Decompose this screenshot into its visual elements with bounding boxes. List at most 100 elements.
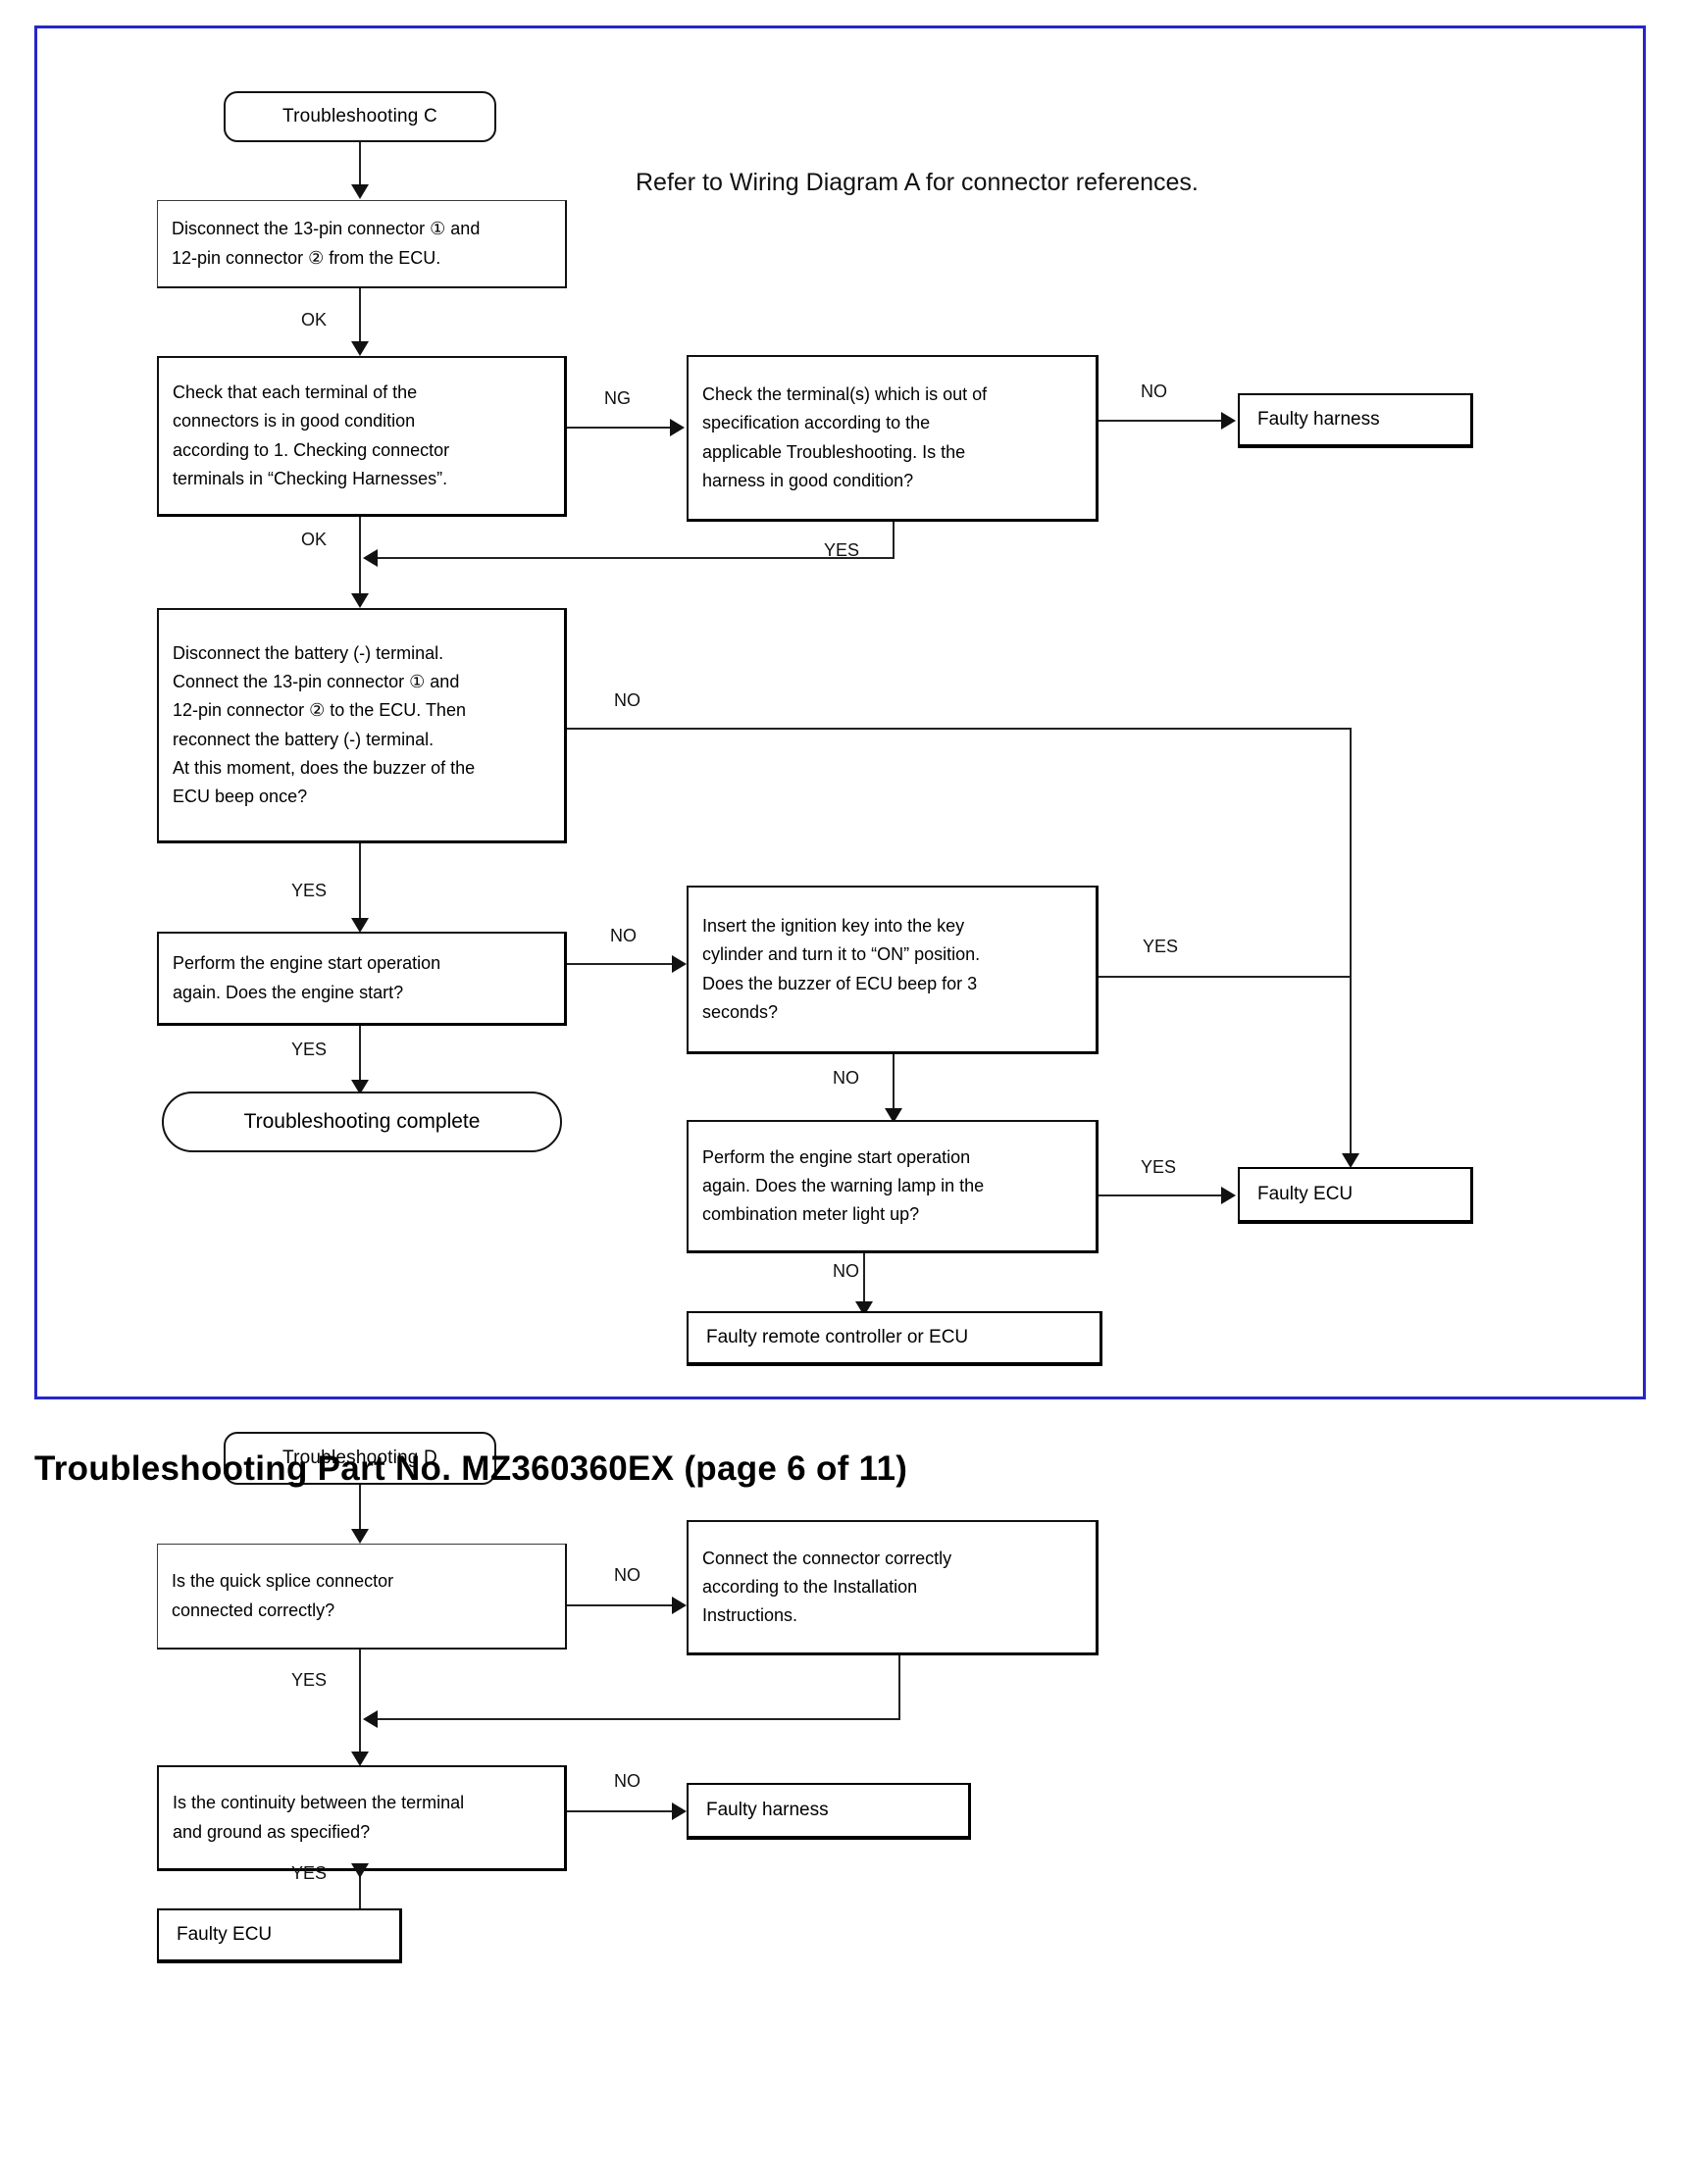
node-line: reconnect the battery (-) terminal. xyxy=(173,729,435,749)
arrowhead-down xyxy=(1342,1153,1359,1168)
troubleshooting-flowchart: Refer to Wiring Diagram A for connector … xyxy=(157,91,1473,1963)
node-line: Connect the connector correctly xyxy=(702,1548,952,1568)
edge-label-ng: NG xyxy=(604,388,631,408)
node-line: again. Does the warning lamp in the xyxy=(702,1175,985,1195)
wiring-diagram-note: Refer to Wiring Diagram A for connector … xyxy=(636,169,1199,196)
edge-label-no: NO xyxy=(833,1261,859,1281)
arrowhead-right xyxy=(670,419,685,436)
arrowhead-right xyxy=(672,955,687,973)
node-faulty-harness-d[interactable]: Faulty harness xyxy=(687,1783,971,1840)
edge-n8-yes-right xyxy=(1099,976,1352,978)
node-line: Connect the 13-pin connector ① and xyxy=(173,672,460,692)
node-ignition-key-on-buzzer[interactable]: Insert the ignition key into the key cyl… xyxy=(687,886,1099,1054)
node-line: Perform the engine start operation xyxy=(173,953,441,974)
node-line: and ground as specified? xyxy=(173,1821,371,1842)
node-faulty-ecu-d[interactable]: Faulty ECU xyxy=(157,1908,402,1963)
arrowhead-right xyxy=(1221,412,1236,430)
edge-d2-left xyxy=(371,1718,900,1720)
node-line: 12-pin connector ② to the ECU. Then xyxy=(173,700,466,721)
edge-label-yes: YES xyxy=(1143,937,1179,956)
node-line: Insert the ignition key into the key xyxy=(702,916,965,937)
node-line: Does the buzzer of ECU beep for 3 xyxy=(702,973,978,993)
edge-label-no: NO xyxy=(1141,381,1167,401)
node-line: 12-pin connector ② from the ECU. xyxy=(172,247,441,268)
edge-n5-to-n6 xyxy=(359,843,361,924)
arrowhead-down xyxy=(885,1108,902,1123)
node-line: applicable Troubleshooting. Is the xyxy=(702,441,966,462)
edge-n5-no-right xyxy=(567,728,1352,730)
node-check-terminals[interactable]: Check that each terminal of the connecto… xyxy=(157,356,567,517)
node-line: according to the Installation xyxy=(702,1576,918,1597)
node-engine-start-again[interactable]: Perform the engine start operation again… xyxy=(157,932,567,1026)
node-line: harness in good condition? xyxy=(702,470,914,490)
edge-label-yes: YES xyxy=(291,1040,328,1059)
edge-n9-to-n11 xyxy=(863,1253,865,1308)
arrowhead-down xyxy=(351,184,369,199)
edge-d2-down xyxy=(898,1655,900,1720)
node-line: Instructions. xyxy=(702,1605,798,1626)
node-line: combination meter light up? xyxy=(702,1204,920,1225)
node-quick-splice-connected[interactable]: Is the quick splice connector connected … xyxy=(157,1544,567,1650)
arrowhead-left xyxy=(363,1710,378,1728)
arrowhead-down xyxy=(351,918,369,933)
arrowhead-right xyxy=(672,1803,687,1820)
node-reconnect-battery-buzzer[interactable]: Disconnect the battery (-) terminal. Con… xyxy=(157,608,567,843)
node-line: ECU beep once? xyxy=(173,786,308,806)
node-line: connected correctly? xyxy=(172,1600,335,1620)
edge-n2-to-n3 xyxy=(567,427,673,429)
node-line: specification according to the xyxy=(702,413,931,433)
node-line: seconds? xyxy=(702,1001,779,1022)
edge-n6-to-n8 xyxy=(567,963,675,965)
edge-n2-to-n5 xyxy=(359,517,361,599)
node-line: cylinder and turn it to “ON” position. xyxy=(702,944,981,965)
edge-d-start-to-d1 xyxy=(359,1485,361,1534)
edge-n5-no-down xyxy=(1350,728,1352,1159)
edge-d3-to-d5 xyxy=(359,1871,361,1918)
node-check-out-of-spec-terminal[interactable]: Check the terminal(s) which is out of sp… xyxy=(687,355,1099,522)
node-disconnect-connectors[interactable]: Disconnect the 13-pin connector ① and 12… xyxy=(157,200,567,288)
node-troubleshooting-complete[interactable]: Troubleshooting complete xyxy=(162,1092,562,1152)
node-faulty-ecu-c[interactable]: Faulty ECU xyxy=(1238,1167,1473,1224)
edge-start-to-n1 xyxy=(359,142,361,189)
edge-label-yes: YES xyxy=(824,540,860,560)
arrowhead-down xyxy=(351,1863,369,1878)
edge-n3-to-faulty-harness xyxy=(1099,420,1224,422)
node-troubleshooting-d-start[interactable]: Troubleshooting D xyxy=(224,1432,496,1485)
edge-label-ok: OK xyxy=(301,310,328,330)
node-line: Is the continuity between the terminal xyxy=(173,1793,465,1813)
node-continuity-terminal-ground[interactable]: Is the continuity between the terminal a… xyxy=(157,1765,567,1871)
edge-n8-to-n9 xyxy=(893,1054,895,1115)
edge-label-no: NO xyxy=(614,1771,640,1791)
arrowhead-right xyxy=(672,1597,687,1614)
edge-label-yes: YES xyxy=(291,1670,328,1690)
arrowhead-down xyxy=(351,1752,369,1766)
edge-n9-to-faulty-ecu xyxy=(1099,1194,1224,1196)
edge-label-yes: YES xyxy=(1141,1157,1177,1177)
arrowhead-left xyxy=(363,549,378,567)
node-line: terminals in “Checking Harnesses”. xyxy=(173,468,448,488)
page-caption: Troubleshooting Part No. MZ360360EX (pag… xyxy=(34,1449,908,1488)
edge-d3-to-faulty-harness xyxy=(567,1810,675,1812)
node-line: Disconnect the battery (-) terminal. xyxy=(173,643,444,664)
edge-n3-yes-left xyxy=(371,557,895,559)
node-line: At this moment, does the buzzer of the xyxy=(173,757,476,778)
node-line: again. Does the engine start? xyxy=(173,982,404,1002)
node-line: Disconnect the 13-pin connector ① and xyxy=(172,219,481,239)
node-faulty-harness-c[interactable]: Faulty harness xyxy=(1238,393,1473,448)
edge-n3-yes-down xyxy=(893,522,895,559)
node-line: Check the terminal(s) which is out of xyxy=(702,384,988,405)
node-line: Check that each terminal of the xyxy=(173,382,418,403)
edge-d1-to-d3 xyxy=(359,1650,361,1757)
node-line: according to 1. Checking connector xyxy=(173,439,450,460)
arrowhead-right xyxy=(1221,1187,1236,1204)
node-warning-lamp-check[interactable]: Perform the engine start operation again… xyxy=(687,1120,1099,1253)
edge-n1-to-n2 xyxy=(359,288,361,347)
edge-label-yes: YES xyxy=(291,881,328,900)
arrowhead-down xyxy=(351,1529,369,1544)
edge-label-no: NO xyxy=(614,690,640,710)
node-connect-connector-correctly[interactable]: Connect the connector correctly accordin… xyxy=(687,1520,1099,1655)
edge-label-no: NO xyxy=(614,1565,640,1585)
node-faulty-remote-or-ecu[interactable]: Faulty remote controller or ECU xyxy=(687,1311,1102,1366)
node-line: Is the quick splice connector xyxy=(172,1571,394,1592)
node-troubleshooting-c-start[interactable]: Troubleshooting C xyxy=(224,91,496,142)
